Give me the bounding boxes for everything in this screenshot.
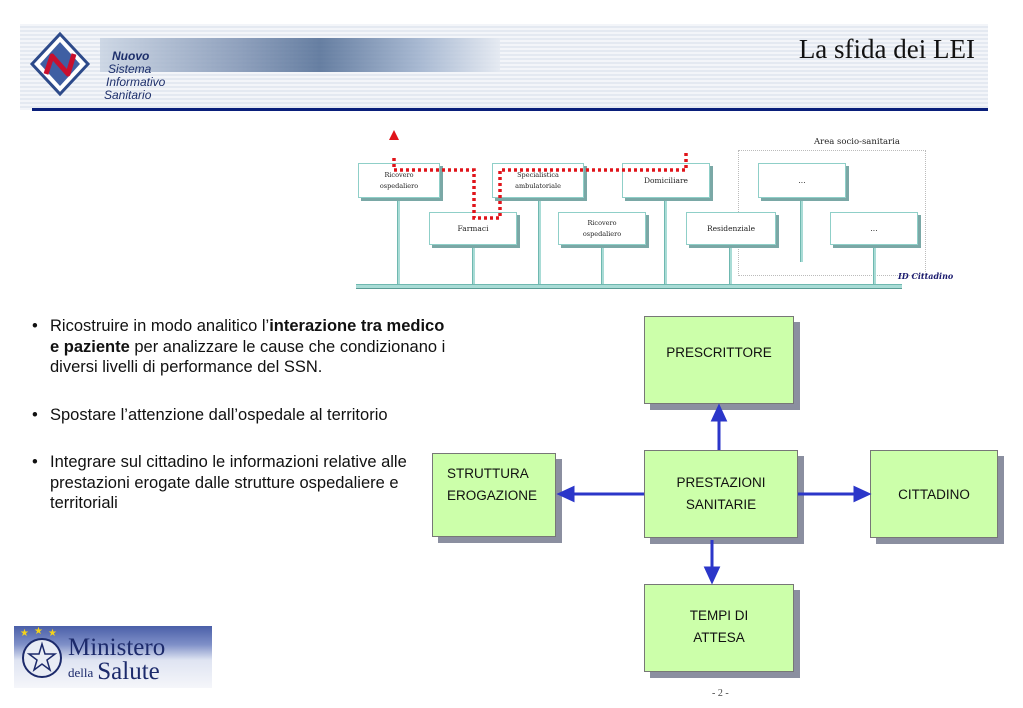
box-label: ospedaliero (582, 229, 622, 238)
box-label: PRESCRITTORE (666, 345, 772, 360)
box-label: TEMPI DI (689, 608, 749, 623)
box-label: ATTESA (693, 630, 745, 645)
header-photo-strip (100, 38, 500, 72)
box-cittadino: CITTADINO (870, 450, 998, 538)
box-ricovero-ospedaliero-2: Ricovero ospedaliero (558, 212, 646, 245)
italian-emblem-icon (22, 638, 62, 678)
box-struttura-erogazione: STRUTTURA EROGAZIONE (432, 453, 556, 537)
header-rule (32, 108, 988, 111)
ministry-word-3: Salute (97, 658, 160, 685)
box-label: ospedaliero (379, 181, 419, 190)
box-label: SANITARIE (685, 497, 757, 512)
eu-star-icon: ★ (20, 628, 29, 639)
box-label: CITTADINO (898, 487, 970, 502)
box-ellipsis-bottom: ... (830, 212, 918, 245)
eu-star-icon: ★ (34, 626, 43, 637)
logo-line-1: Nuovo (112, 49, 150, 63)
box-label: Domiciliare (644, 176, 688, 185)
logo-line-2: Sistema (108, 62, 152, 76)
area-label: Area socio-sanitaria (814, 137, 900, 147)
box-label: EROGAZIONE (447, 488, 538, 503)
connector-line (538, 198, 541, 286)
box-label: Ricovero (384, 170, 414, 179)
box-label: Residenziale (706, 224, 756, 233)
ministero-della-salute-text: Ministero della Salute (68, 634, 166, 685)
arrow-down-head-icon (703, 566, 721, 585)
bullet-item: Integrare sul cittadino le informazioni … (30, 452, 450, 514)
bullet-text: Ricostruire in modo analitico l’ (50, 317, 270, 335)
box-label: Ricovero (587, 218, 617, 227)
box-residenziale: Residenziale (686, 212, 776, 245)
bullet-text: per analizzare le cause che condizionano… (50, 337, 446, 377)
box-ellipsis-top: ... (758, 163, 846, 198)
box-label: Farmaci (457, 224, 489, 233)
box-label: PRESTAZIONI (676, 475, 766, 490)
connector-line (729, 245, 732, 286)
box-prescrittore: PRESCRITTORE (644, 316, 794, 404)
box-domiciliare: Domiciliare (622, 163, 710, 198)
connector-line (664, 198, 667, 286)
box-prestazioni-sanitarie: PRESTAZIONI SANITARIE (644, 450, 798, 538)
box-label: STRUTTURA (447, 466, 529, 481)
bullet-item: Ricostruire in modo analitico l’interazi… (30, 316, 450, 378)
box-specialistica-ambulatoriale: Specialistica ambulatoriale (492, 163, 584, 198)
ministry-word-2: della (68, 665, 94, 680)
box-label: ... (870, 224, 878, 233)
connector-line (397, 198, 400, 286)
id-cittadino-bar (356, 284, 902, 289)
bullet-list: Ricostruire in modo analitico l’interazi… (30, 316, 450, 541)
arrow-up-head-icon (710, 403, 728, 422)
bullet-item: Spostare l’attenzione dall’ospedale al t… (30, 405, 450, 426)
slide-title: La sfida dei LEI (798, 34, 975, 64)
connector-line (800, 198, 803, 262)
ministry-word-1: Ministero (68, 634, 166, 661)
bullet-bold-text: interazione tra medico e paziente (50, 317, 445, 356)
box-ricovero-ospedaliero: Ricovero ospedaliero (358, 163, 440, 198)
nsis-logo-text: Nuovo Sistema Informativo Sanitario (104, 50, 165, 102)
connector-line (472, 245, 475, 286)
path-arrowhead-icon (389, 130, 399, 140)
box-label: Specialistica (517, 170, 559, 179)
page-number: - 2 - (712, 688, 729, 699)
bullet-text: Spostare l’attenzione dall’ospedale al t… (50, 405, 388, 424)
box-tempi-di-attesa: TEMPI DI ATTESA (644, 584, 794, 672)
arrow-left-head-icon (556, 485, 575, 503)
box-label: ambulatoriale (515, 181, 561, 190)
box-farmaci: Farmaci (429, 212, 517, 245)
logo-line-4: Sanitario (104, 88, 152, 102)
eu-star-icon: ★ (48, 628, 57, 639)
arrow-right-head-icon (853, 485, 872, 503)
id-cittadino-label: ID Cittadino (898, 271, 954, 281)
nsis-logo-icon (29, 31, 91, 97)
bullet-text: Integrare sul cittadino le informazioni … (50, 453, 407, 512)
logo-line-3: Informativo (106, 75, 166, 89)
connector-line (601, 245, 604, 286)
box-label: ... (798, 176, 806, 185)
connector-line (873, 245, 876, 286)
